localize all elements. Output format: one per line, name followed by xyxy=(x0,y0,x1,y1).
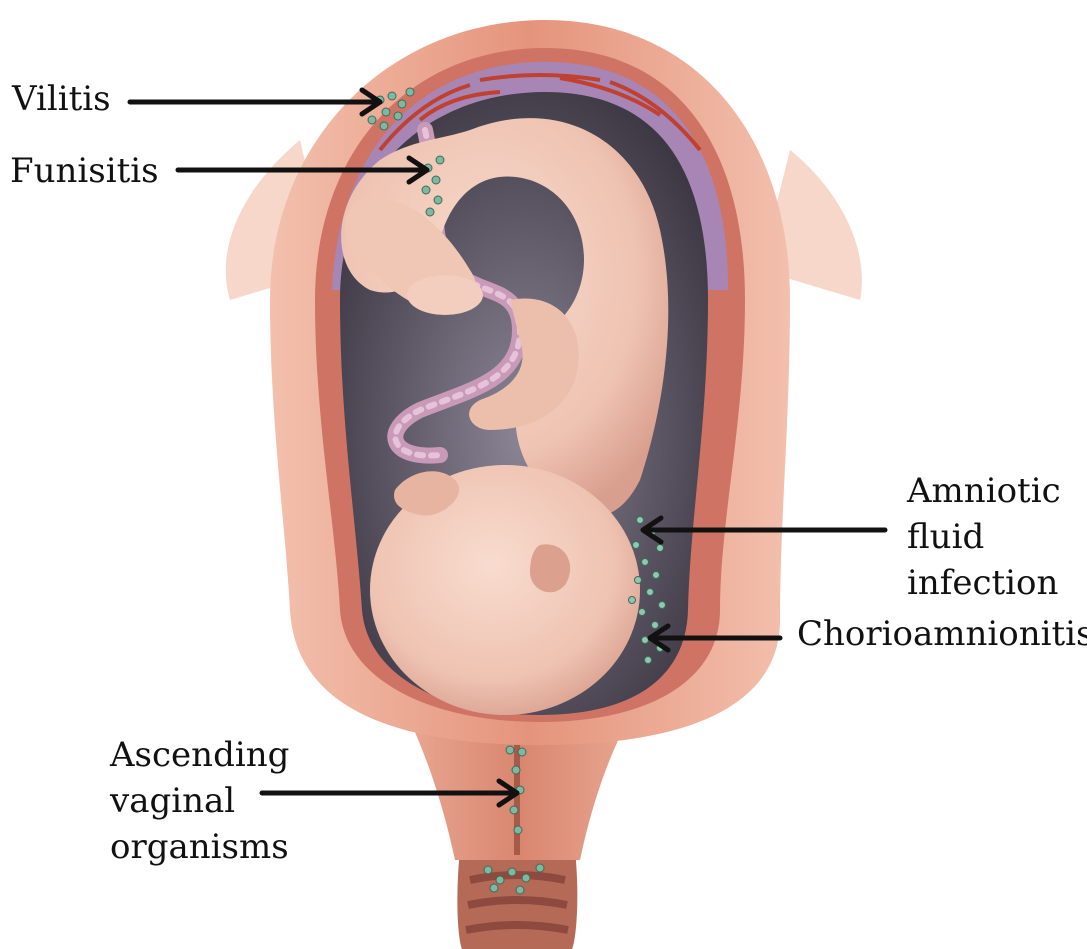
fetus-foot xyxy=(407,275,483,315)
label-chorioamnionitis: Chorioamnionitis xyxy=(797,613,1087,655)
label-amniotic-line-1: Amniotic xyxy=(907,468,1061,514)
label-amniotic-line-2: fluid xyxy=(907,514,1061,560)
label-ascending-line-1: Ascending xyxy=(110,732,289,778)
label-ascending-line-3: organisms xyxy=(110,824,289,870)
label-funisitis: Funisitis xyxy=(10,150,159,192)
label-vilitis: Vilitis xyxy=(12,78,111,120)
label-amniotic-fluid-infection: Amniotic fluid infection xyxy=(907,468,1061,606)
label-ascending-line-2: vaginal xyxy=(110,778,289,824)
label-ascending-vaginal-organisms: Ascending vaginal organisms xyxy=(110,732,289,870)
label-amniotic-line-3: infection xyxy=(907,560,1061,606)
